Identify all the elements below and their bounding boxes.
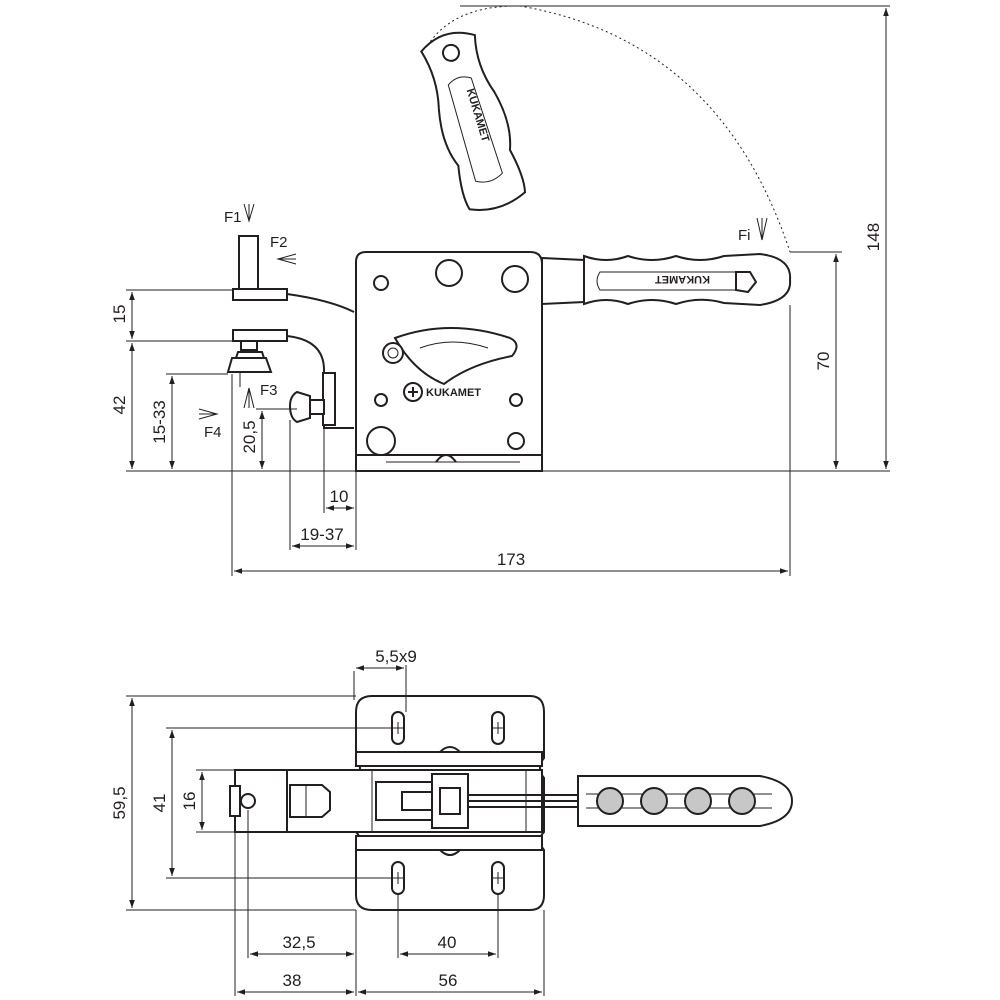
dimension-lines-top bbox=[129, 665, 542, 995]
hollow-arrow-icon bbox=[756, 217, 768, 241]
dim-40: 40 bbox=[438, 933, 457, 952]
dim-173: 173 bbox=[497, 550, 525, 569]
force-label-f2: F2 bbox=[270, 234, 288, 251]
hollow-arrow-icon bbox=[276, 253, 297, 265]
grip-hole bbox=[728, 787, 756, 815]
stop-screw bbox=[309, 399, 325, 415]
dim-70: 70 bbox=[814, 352, 833, 371]
body-rail bbox=[355, 835, 543, 851]
body-hole bbox=[507, 432, 525, 450]
stop-screw-head bbox=[288, 390, 311, 424]
linkage-arm bbox=[286, 335, 354, 429]
hollow-arrow-icon bbox=[243, 387, 255, 409]
dim-59-5: 59,5 bbox=[110, 786, 129, 819]
brand-label: KUKAMET bbox=[426, 387, 481, 399]
guide-slot bbox=[393, 327, 518, 386]
dim-15: 15 bbox=[110, 305, 129, 324]
spindle-stem bbox=[240, 340, 258, 351]
mounting-slot bbox=[491, 711, 505, 745]
dim-38: 38 bbox=[283, 971, 302, 990]
mounting-slot bbox=[391, 711, 405, 745]
spindle-hole bbox=[240, 793, 256, 809]
body-hole bbox=[374, 393, 388, 407]
dim-16: 16 bbox=[180, 792, 199, 811]
body-rail bbox=[355, 751, 543, 767]
body-hole bbox=[366, 426, 396, 456]
spindle-collar bbox=[232, 288, 288, 301]
pivot-pin bbox=[382, 342, 404, 364]
force-label-f4: F4 bbox=[204, 424, 222, 441]
force-label-f1: F1 bbox=[224, 209, 242, 226]
dim-19-37: 19-37 bbox=[300, 525, 343, 544]
dim-32-5: 32,5 bbox=[282, 933, 315, 952]
dim-42: 42 bbox=[110, 396, 129, 415]
body-hole bbox=[509, 393, 523, 407]
dim-15-33: 15-33 bbox=[150, 400, 169, 443]
force-label-fi: Fi bbox=[738, 227, 751, 244]
body-hole bbox=[373, 275, 389, 291]
dim-10: 10 bbox=[330, 487, 349, 506]
dimension-lines bbox=[129, 8, 889, 574]
grip-hole bbox=[596, 787, 624, 815]
side-view: KUKAMET KUKAMET KUKAMET bbox=[110, 5, 890, 576]
dim-5-5x9: 5,5x9 bbox=[375, 647, 417, 666]
extension-lines bbox=[126, 5, 890, 576]
hollow-arrow-icon bbox=[243, 203, 255, 223]
spindle-collar bbox=[232, 329, 288, 342]
grip-hole bbox=[684, 787, 712, 815]
kukamet-logo-icon bbox=[403, 382, 423, 402]
spindle-rod bbox=[238, 235, 259, 291]
dim-20-5: 20,5 bbox=[240, 420, 259, 453]
base-plate bbox=[355, 454, 543, 472]
top-view: 5,5x9 59,5 41 16 32,5 40 38 56 bbox=[110, 647, 794, 996]
handle-grip bbox=[583, 252, 792, 307]
raised-handle: KUKAMET bbox=[420, 31, 527, 211]
spindle-pad bbox=[226, 357, 273, 373]
extension-lines-top bbox=[126, 665, 545, 996]
linkage-arm bbox=[286, 293, 355, 313]
handle-neck bbox=[541, 256, 585, 306]
dim-56: 56 bbox=[439, 971, 458, 990]
mounting-slot bbox=[391, 861, 405, 895]
handle-swing-arc bbox=[424, 5, 791, 253]
hollow-arrow-icon bbox=[198, 408, 219, 420]
grip-hole bbox=[640, 787, 668, 815]
body-hole bbox=[435, 259, 463, 287]
force-label-f3: F3 bbox=[260, 382, 278, 399]
svg-text:KUKAMET: KUKAMET bbox=[655, 273, 710, 285]
mounting-slot bbox=[491, 861, 505, 895]
body-hole bbox=[501, 265, 529, 293]
dim-148: 148 bbox=[864, 223, 883, 251]
stop-screw-top bbox=[289, 784, 331, 818]
dim-41: 41 bbox=[150, 794, 169, 813]
